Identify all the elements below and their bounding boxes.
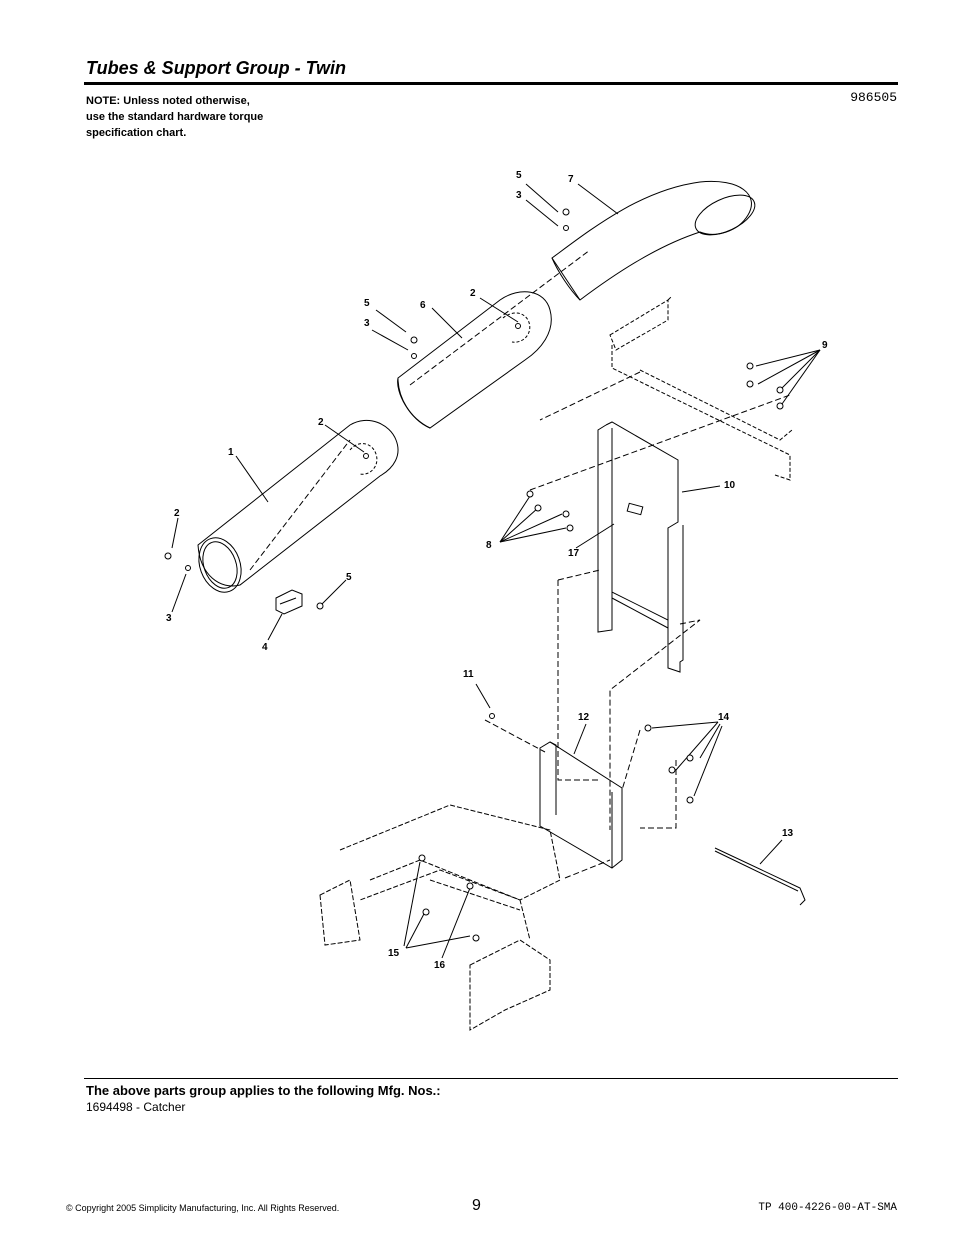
callout-2-lower: 2 bbox=[174, 508, 180, 519]
callout-8: 8 bbox=[486, 540, 492, 551]
callout-16: 16 bbox=[434, 960, 446, 971]
torque-note: NOTE: Unless noted otherwise, use the st… bbox=[86, 93, 316, 141]
callout-9: 9 bbox=[822, 340, 828, 351]
part-upper-frame bbox=[609, 295, 793, 481]
callout-13: 13 bbox=[782, 828, 794, 839]
callout-1: 1 bbox=[228, 447, 234, 458]
part-clamp-bracket bbox=[275, 589, 303, 615]
part-elbow-tube bbox=[551, 180, 756, 301]
copyright-text: © Copyright 2005 Simplicity Manufacturin… bbox=[66, 1203, 340, 1213]
callout-10: 10 bbox=[724, 480, 736, 491]
part-deck-frame bbox=[319, 804, 561, 1031]
part-lower-tube bbox=[197, 419, 399, 593]
part-mounting-plate bbox=[539, 741, 623, 869]
callout-3-upper: 3 bbox=[516, 190, 522, 201]
callout-15: 15 bbox=[388, 948, 400, 959]
note-line-1: NOTE: Unless noted otherwise, bbox=[86, 95, 250, 107]
note-line-3: specification chart. bbox=[86, 127, 187, 139]
page-number: 9 bbox=[472, 1197, 481, 1214]
callout-2-upper: 2 bbox=[470, 288, 476, 299]
assembly-lines bbox=[249, 249, 791, 879]
callout-7: 7 bbox=[568, 174, 574, 185]
footer-rule bbox=[84, 1078, 898, 1079]
part-rod bbox=[714, 847, 806, 906]
header-rule bbox=[84, 82, 898, 85]
mfg-numbers: 1694498 - Catcher bbox=[86, 1100, 186, 1114]
part-support-plate bbox=[597, 421, 684, 673]
callout-2-middle: 2 bbox=[318, 417, 324, 428]
callout-5-lower: 5 bbox=[346, 572, 352, 583]
callout-3-middle: 3 bbox=[364, 318, 370, 329]
callout-4: 4 bbox=[262, 642, 268, 653]
callout-5-upper: 5 bbox=[516, 170, 522, 181]
callout-5-middle: 5 bbox=[364, 298, 370, 309]
fasteners bbox=[164, 208, 784, 942]
note-line-2: use the standard hardware torque bbox=[86, 111, 264, 123]
tp-number: TP 400-4226-00-AT-SMA bbox=[758, 1202, 897, 1214]
page-title: Tubes & Support Group - Twin bbox=[86, 58, 346, 78]
callout-14: 14 bbox=[718, 712, 730, 723]
diagram-number: 986505 bbox=[850, 90, 897, 105]
applies-heading: The above parts group applies to the fol… bbox=[86, 1083, 441, 1098]
callout-11: 11 bbox=[463, 669, 474, 680]
callout-3-lower: 3 bbox=[166, 613, 172, 624]
callout-12: 12 bbox=[578, 712, 590, 723]
callout-17: 17 bbox=[568, 548, 580, 559]
leader-lines bbox=[171, 183, 821, 959]
callout-6: 6 bbox=[420, 300, 426, 311]
part-middle-tube bbox=[397, 291, 552, 429]
